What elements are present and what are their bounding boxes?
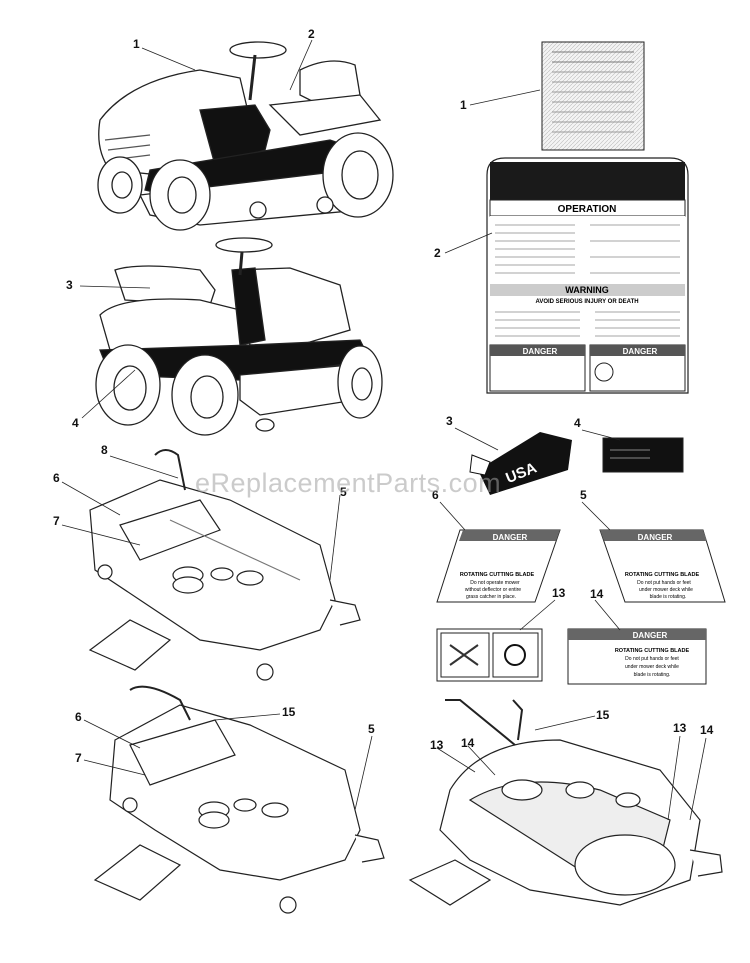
decal-14-danger-label: DANGER ROTATING CUTTING BLADE Do not put… (567, 628, 707, 685)
decal-2-operation-label: OPERATION WARNING AVOID SERIOUS INJURY O… (486, 157, 689, 394)
callout-7-deck: 7 (53, 514, 60, 528)
callout-6-decal: 6 (432, 488, 439, 502)
callout-4-tractor: 4 (72, 416, 79, 430)
tractor-front-view (97, 41, 394, 231)
mower-deck-2 (93, 685, 385, 914)
decal6-line3: without deflector or entire (465, 587, 521, 593)
decal6-line2: Do not operate mower (470, 580, 520, 586)
tractor-rear-view (95, 237, 383, 436)
callout-7-deck2: 7 (75, 751, 82, 765)
decal-5-danger-label: DANGER ROTATING CUTTING BLADE Do not put… (599, 529, 726, 603)
callout-2-tractor: 2 (308, 27, 315, 41)
decal6-line4: grass catcher in place. (466, 594, 516, 600)
mower-deck-3 (408, 699, 723, 906)
mower-deck-1 (88, 449, 361, 681)
leader-lines (61, 39, 707, 821)
decal14-line4: blade is rotating. (634, 672, 671, 678)
decal-4-small-label (602, 437, 684, 473)
callout-15-deck3: 15 (596, 708, 610, 722)
callout-5-deck: 5 (340, 485, 347, 499)
decal5-danger: DANGER (638, 533, 673, 542)
callout-2-decal: 2 (434, 246, 441, 260)
decal14-line3: under mower deck while (625, 664, 679, 670)
warning-title: WARNING (565, 285, 609, 295)
decal14-line2: Do not put hands or feet (625, 656, 679, 662)
decal6-line1: ROTATING CUTTING BLADE (460, 572, 535, 578)
callout-3-decal: 3 (446, 414, 453, 428)
callout-3-tractor: 3 (66, 278, 73, 292)
callout-1-decal: 1 (460, 98, 467, 112)
callout-6-deck2: 6 (75, 710, 82, 724)
decal14-line1: ROTATING CUTTING BLADE (615, 648, 690, 654)
callout-14-decal: 14 (590, 587, 604, 601)
callout-13-decal: 13 (552, 586, 566, 600)
callout-13-deck3-right: 13 (673, 721, 687, 735)
decal5-line3: under mower deck while (639, 587, 693, 593)
decal6-danger: DANGER (493, 533, 528, 542)
callout-8-deck: 8 (101, 443, 108, 457)
callout-13-deck3-left: 13 (430, 738, 444, 752)
operation-title: OPERATION (558, 204, 617, 215)
warning-subtitle: AVOID SERIOUS INJURY OR DEATH (535, 299, 638, 305)
callout-15-deck2: 15 (282, 705, 296, 719)
callout-4-decal: 4 (574, 416, 581, 430)
decal5-line1: ROTATING CUTTING BLADE (625, 572, 700, 578)
decal14-danger: DANGER (633, 631, 668, 640)
decal-13-pictogram-label (436, 628, 543, 682)
decal5-line4: blade is rotating. (650, 594, 687, 600)
decal-1-instruction-label (541, 41, 645, 151)
callout-5-decal: 5 (580, 488, 587, 502)
callout-6-deck: 6 (53, 471, 60, 485)
callout-1-tractor: 1 (133, 37, 140, 51)
callout-14-deck3-right: 14 (700, 723, 714, 737)
callout-14-deck3-left: 14 (461, 736, 475, 750)
danger-label-right: DANGER (623, 347, 658, 356)
decal5-line2: Do not put hands or feet (637, 580, 691, 586)
watermark: eReplacementParts.com (195, 468, 502, 498)
danger-label-left: DANGER (523, 347, 558, 356)
callout-5-deck2: 5 (368, 722, 375, 736)
decal-6-danger-label: DANGER ROTATING CUTTING BLADE Do not ope… (436, 529, 561, 603)
